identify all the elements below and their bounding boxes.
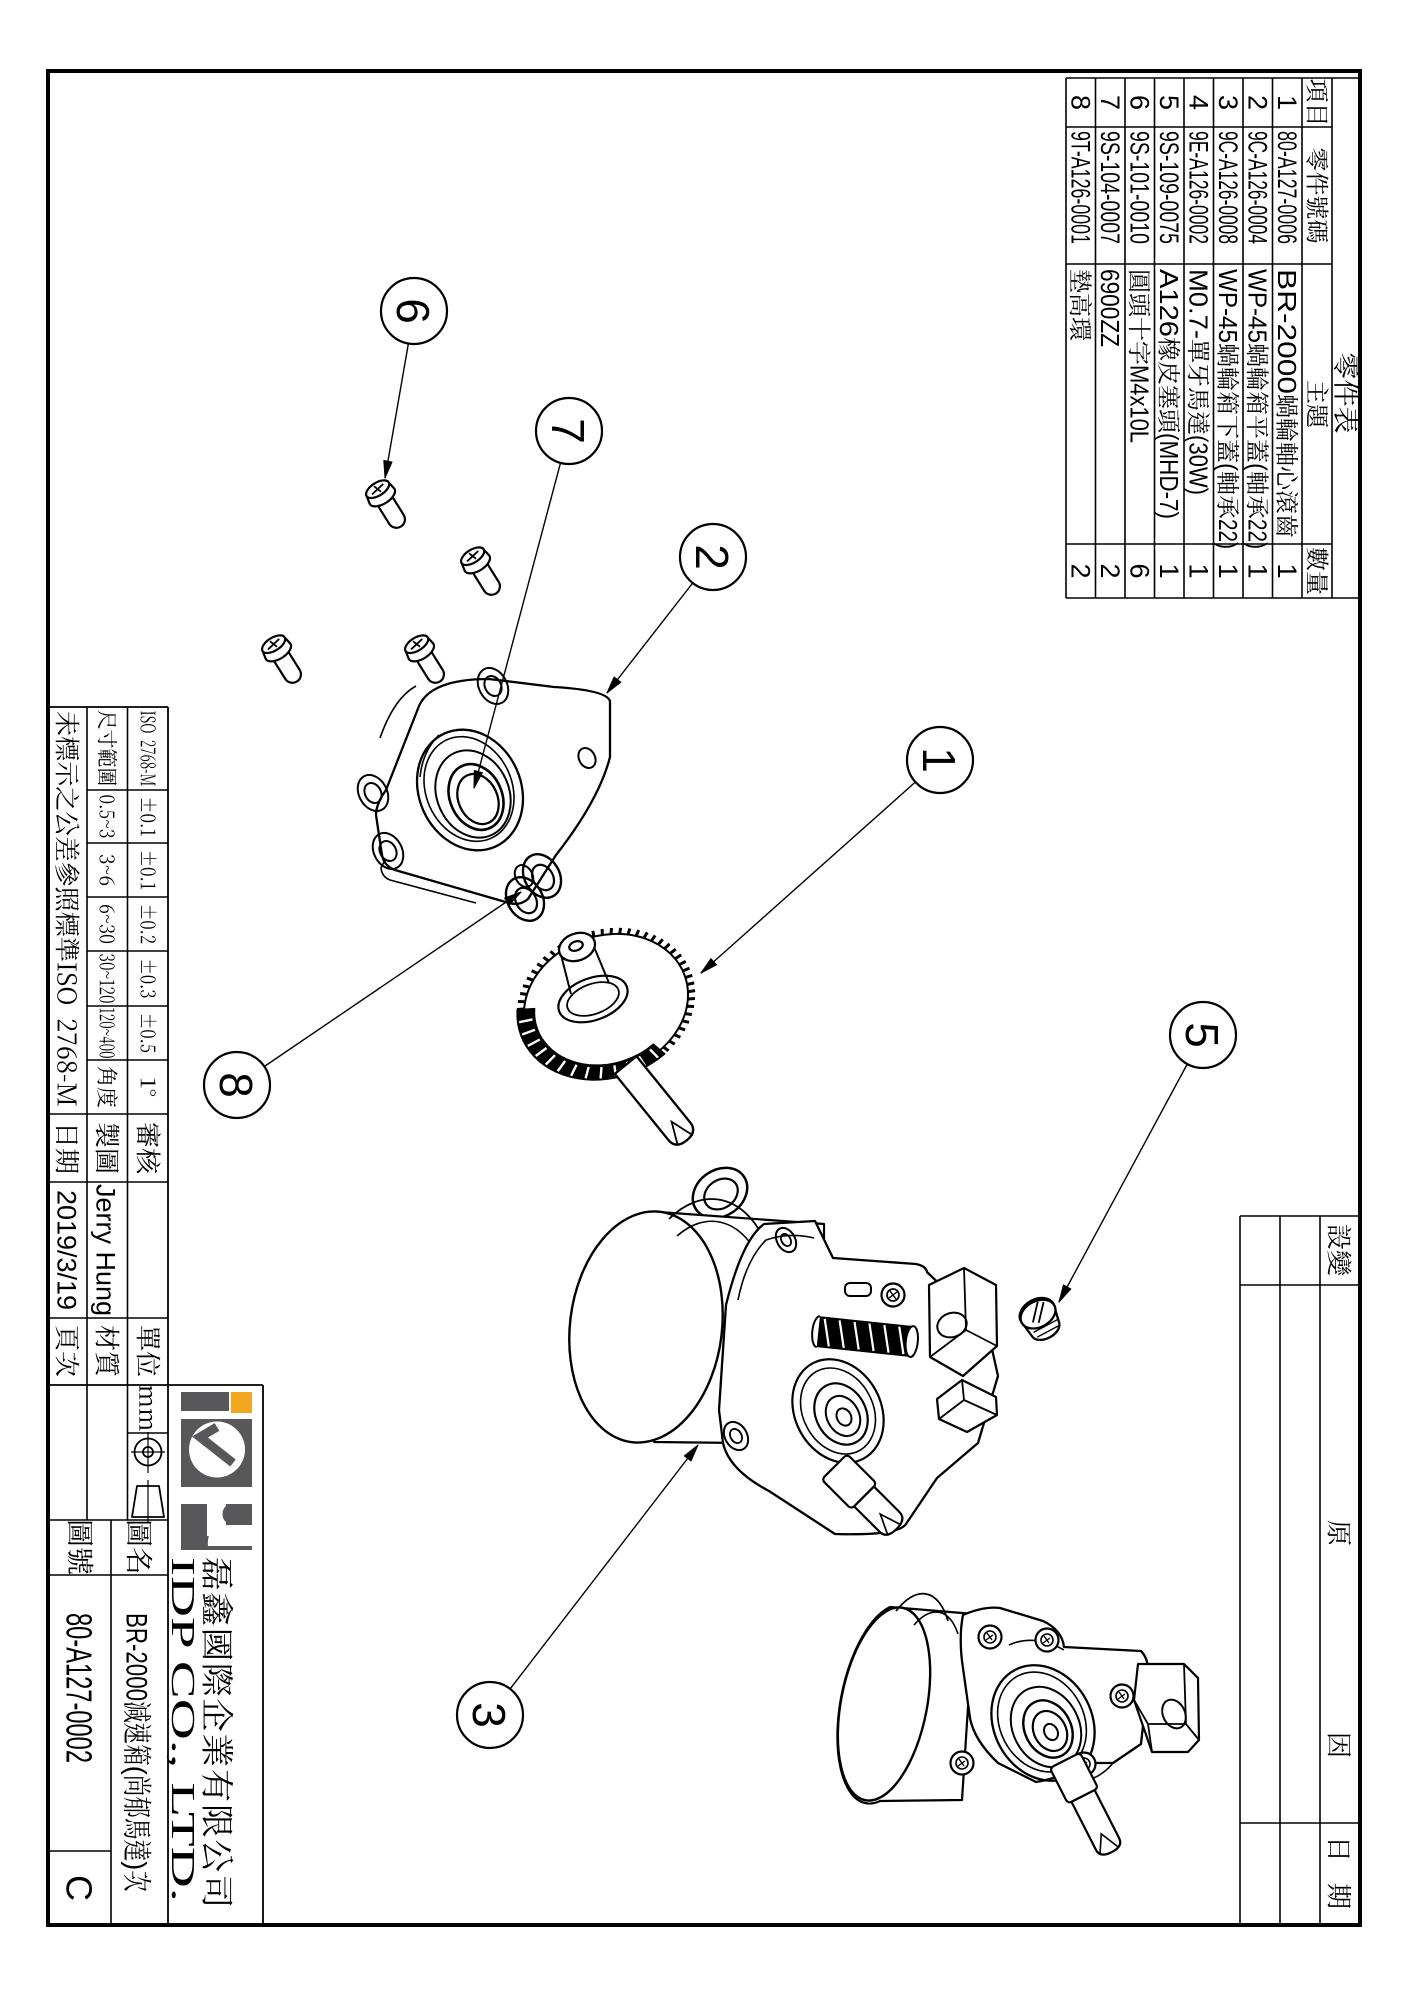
- svg-text:7: 7: [1095, 95, 1125, 110]
- svg-text:1: 1: [1183, 563, 1213, 578]
- svg-text:5: 5: [1176, 1022, 1228, 1048]
- svg-text:5: 5: [1154, 95, 1184, 110]
- svg-text:2: 2: [1242, 95, 1272, 110]
- svg-text:2: 2: [686, 544, 738, 570]
- svg-text:C: C: [58, 1875, 99, 1901]
- svg-text:): ): [121, 1861, 152, 1870]
- svg-text:1: 1: [1213, 563, 1243, 578]
- svg-text:22): 22): [1213, 519, 1243, 549]
- svg-text:1: 1: [1154, 563, 1184, 578]
- svg-text:M0.7-: M0.7-: [1184, 269, 1214, 339]
- svg-text:9C-A126-0008: 9C-A126-0008: [1213, 131, 1243, 244]
- svg-text:1: 1: [1242, 563, 1272, 578]
- svg-text:2019/3/19: 2019/3/19: [52, 1190, 82, 1310]
- svg-text:1: 1: [1272, 95, 1302, 110]
- svg-text:8: 8: [210, 1072, 262, 1098]
- svg-text:2: 2: [1095, 563, 1125, 578]
- svg-text:(: (: [1213, 463, 1243, 471]
- svg-text:M4x10L: M4x10L: [1125, 365, 1155, 443]
- svg-text:WP-45: WP-45: [1213, 269, 1243, 343]
- svg-text:22): 22): [1243, 519, 1273, 549]
- svg-text:1: 1: [913, 747, 965, 773]
- svg-text:(30W): (30W): [1184, 435, 1214, 495]
- svg-text:9T-A126-0001: 9T-A126-0001: [1065, 131, 1095, 244]
- svg-text:BR-2000: BR-2000: [120, 1613, 153, 1701]
- svg-text:Jerry Hung: Jerry Hung: [91, 1184, 121, 1316]
- svg-text:(MHD-7): (MHD-7): [1154, 433, 1184, 519]
- svg-text:IDP CO., LTD.: IDP CO., LTD.: [164, 1557, 201, 1902]
- svg-text:9E-A126-0002: 9E-A126-0002: [1183, 131, 1213, 244]
- svg-text:(: (: [1243, 463, 1273, 471]
- svg-text:WP-45: WP-45: [1243, 269, 1273, 343]
- svg-text:6: 6: [1124, 563, 1154, 578]
- svg-text:1: 1: [1272, 563, 1302, 578]
- svg-text:BR-2000: BR-2000: [1272, 269, 1302, 394]
- svg-text:8: 8: [1065, 95, 1095, 110]
- svg-text:3: 3: [1213, 95, 1243, 110]
- svg-text:4: 4: [1183, 95, 1213, 110]
- svg-text:9S-109-0075: 9S-109-0075: [1154, 131, 1184, 244]
- svg-text:9S-101-0010: 9S-101-0010: [1124, 131, 1154, 244]
- svg-text:80-A127-0006: 80-A127-0006: [1272, 131, 1302, 244]
- svg-text:6: 6: [387, 298, 439, 324]
- svg-text:80-A127-0002: 80-A127-0002: [58, 1613, 99, 1763]
- svg-text:9S-104-0007: 9S-104-0007: [1095, 131, 1125, 244]
- svg-text:7: 7: [542, 418, 594, 444]
- svg-text:9C-A126-0004: 9C-A126-0004: [1242, 131, 1272, 244]
- svg-text:6: 6: [1124, 95, 1154, 110]
- svg-text:(: (: [121, 1766, 152, 1776]
- svg-text:6900ZZ: 6900ZZ: [1095, 269, 1125, 347]
- svg-text:A126: A126: [1154, 269, 1184, 337]
- svg-text:2: 2: [1065, 563, 1095, 578]
- svg-text:3: 3: [463, 1702, 515, 1728]
